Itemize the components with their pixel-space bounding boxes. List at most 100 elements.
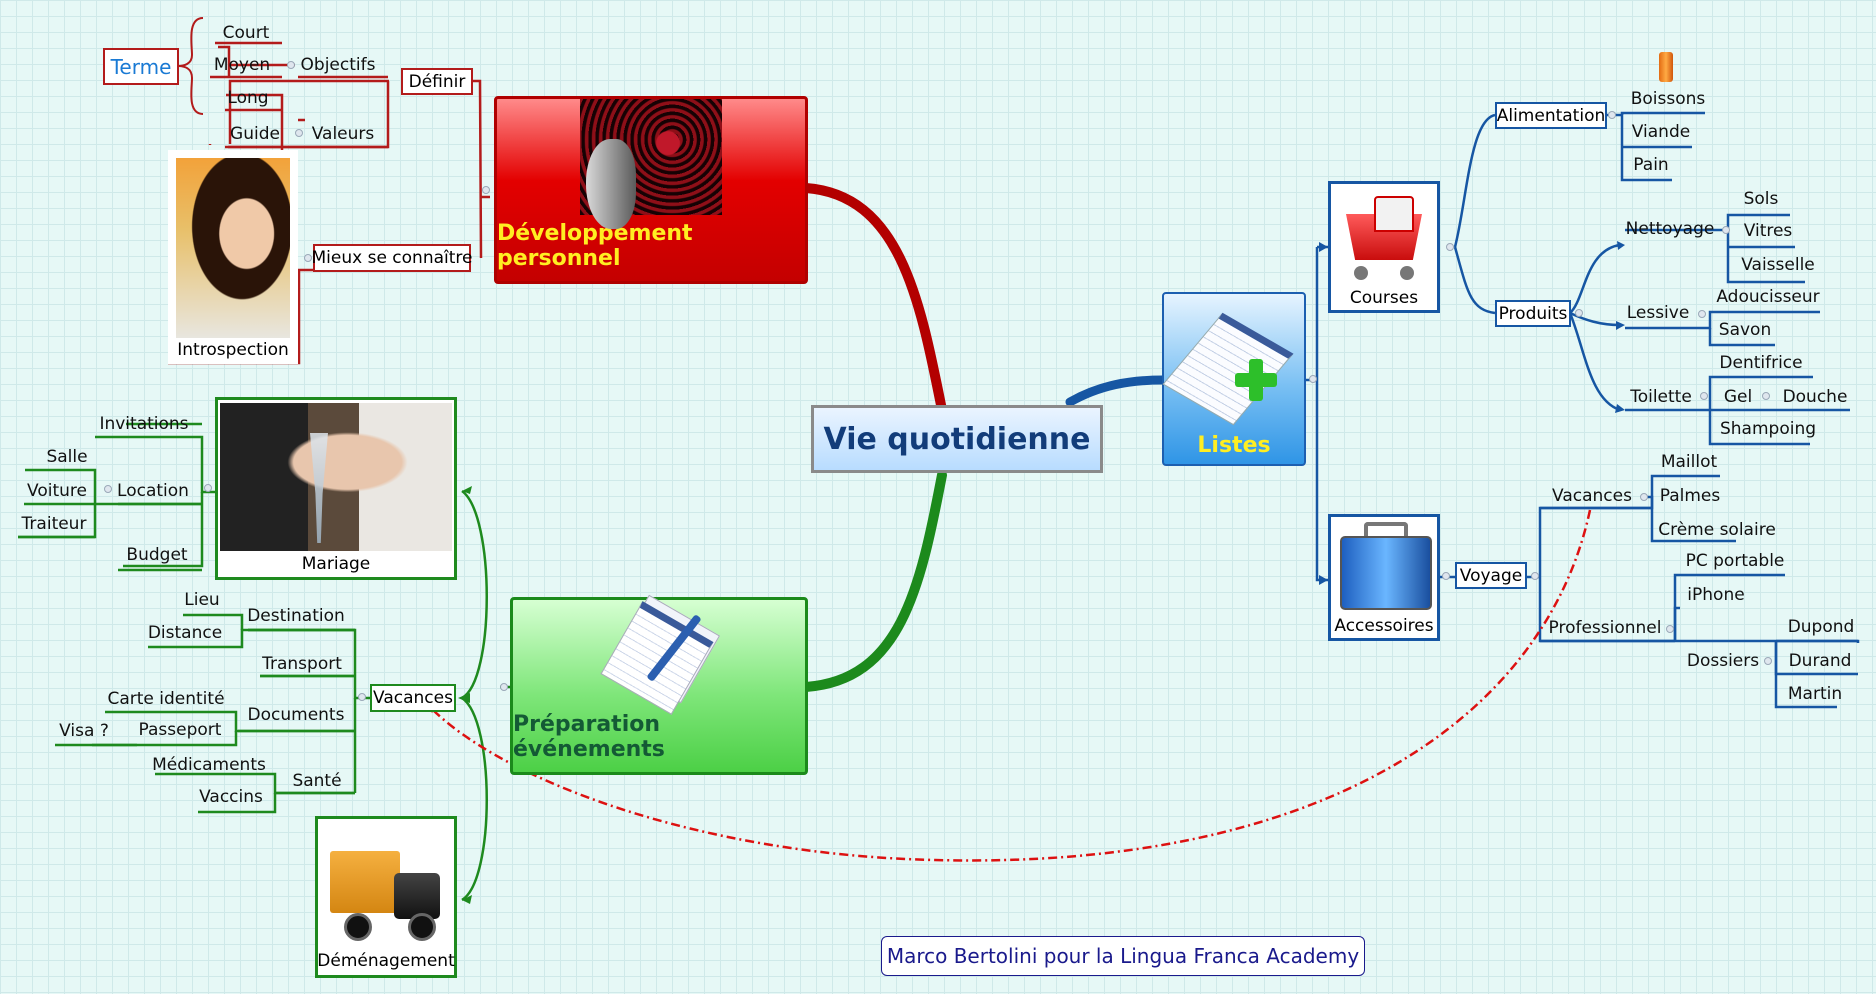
node-demenagement-label: Déménagement xyxy=(317,951,455,971)
collapse-toggle-location[interactable] xyxy=(104,485,112,493)
collapse-toggle-toilette[interactable] xyxy=(1700,392,1708,400)
collapse-toggle-lessive[interactable] xyxy=(1698,310,1706,318)
node-introspection[interactable]: Introspection xyxy=(168,150,298,364)
node-adoucisseur[interactable]: Adoucisseur xyxy=(1716,287,1820,307)
node-pain[interactable]: Pain xyxy=(1633,155,1669,175)
node-palmes[interactable]: Palmes xyxy=(1659,486,1721,506)
node-transport[interactable]: Transport xyxy=(262,654,342,674)
collapse-toggle-listes[interactable] xyxy=(1309,375,1317,383)
node-location[interactable]: Location xyxy=(117,481,189,501)
collapse-toggle-mieux[interactable] xyxy=(304,254,312,262)
node-boissons[interactable]: Boissons xyxy=(1630,89,1706,109)
node-objectifs[interactable]: Objectifs xyxy=(300,55,376,75)
collapse-toggle-gel[interactable] xyxy=(1762,392,1770,400)
node-durand[interactable]: Durand xyxy=(1788,651,1852,671)
collapse-toggle-vacances-listes[interactable] xyxy=(1640,493,1648,501)
topic-listes[interactable]: Listes xyxy=(1162,292,1306,466)
node-terme[interactable]: Terme xyxy=(103,48,179,85)
node-vitres[interactable]: Vitres xyxy=(1743,221,1793,241)
collapse-toggle-valeurs[interactable] xyxy=(295,129,303,137)
node-long[interactable]: Long xyxy=(227,88,269,108)
node-martin[interactable]: Martin xyxy=(1787,684,1843,704)
node-salle[interactable]: Salle xyxy=(46,447,88,467)
dotted-cross-link xyxy=(427,509,1592,862)
node-maillot[interactable]: Maillot xyxy=(1660,452,1718,472)
node-court[interactable]: Court xyxy=(222,23,270,43)
collapse-toggle-professionnel[interactable] xyxy=(1666,625,1674,633)
node-definir-label: Définir xyxy=(408,71,466,92)
node-savon[interactable]: Savon xyxy=(1718,320,1772,340)
node-lieu[interactable]: Lieu xyxy=(184,590,220,610)
node-gel[interactable]: Gel xyxy=(1723,387,1753,407)
node-dentifrice[interactable]: Dentifrice xyxy=(1719,353,1803,373)
node-mieux-se-connaitre[interactable]: Mieux se connaître xyxy=(312,244,473,272)
topic-preparation-evenements-label: Préparation événements xyxy=(513,712,665,762)
node-invitations[interactable]: Invitations xyxy=(99,414,189,434)
node-professionnel[interactable]: Professionnel xyxy=(1548,618,1662,638)
node-voyage-label: Voyage xyxy=(1459,565,1523,586)
node-vaccins[interactable]: Vaccins xyxy=(199,787,263,807)
node-definir[interactable]: Définir xyxy=(401,68,473,95)
node-iphone[interactable]: iPhone xyxy=(1687,585,1745,605)
node-dupond[interactable]: Dupond xyxy=(1787,617,1855,637)
collapse-toggle-alimentation[interactable] xyxy=(1608,111,1616,119)
node-passeport[interactable]: Passeport xyxy=(138,720,222,740)
node-produits[interactable]: Produits xyxy=(1495,300,1571,327)
node-viande[interactable]: Viande xyxy=(1631,122,1691,142)
node-medicaments[interactable]: Médicaments xyxy=(152,755,266,775)
collapse-toggle-objectifs[interactable] xyxy=(287,61,295,69)
node-courses[interactable]: Courses xyxy=(1328,181,1440,313)
node-traiteur[interactable]: Traiteur xyxy=(21,514,87,534)
node-vaisselle[interactable]: Vaisselle xyxy=(1741,255,1815,275)
node-alimentation[interactable]: Alimentation xyxy=(1495,102,1607,129)
node-introspection-label: Introspection xyxy=(177,340,289,360)
node-valeurs[interactable]: Valeurs xyxy=(311,124,375,144)
topic-preparation-evenements[interactable]: Préparation événements xyxy=(510,594,808,775)
node-destination[interactable]: Destination xyxy=(247,606,345,626)
node-moyen[interactable]: Moyen xyxy=(213,55,271,75)
central-topic[interactable]: Vie quotidienne xyxy=(811,405,1103,473)
node-documents[interactable]: Documents xyxy=(247,705,345,725)
collapse-toggle-mariage[interactable] xyxy=(204,484,212,492)
collapse-toggle-prep[interactable] xyxy=(500,683,508,691)
collapse-toggle-voyage[interactable] xyxy=(1531,572,1539,580)
collapse-toggle-produits[interactable] xyxy=(1575,309,1583,317)
collapse-toggle-courses[interactable] xyxy=(1446,243,1454,251)
credit-box: Marco Bertolini pour la Lingua Franca Ac… xyxy=(881,936,1365,976)
node-vacances-listes[interactable]: Vacances xyxy=(1552,486,1632,506)
node-nettoyage[interactable]: Nettoyage xyxy=(1625,219,1715,239)
node-shampoing[interactable]: Shampoing xyxy=(1719,419,1817,439)
node-mariage[interactable]: Mariage xyxy=(215,397,457,580)
node-vacances-prep[interactable]: Vacances xyxy=(370,684,456,712)
topic-developpement-personnel[interactable]: Développement personnel xyxy=(494,96,808,284)
collapse-toggle-dossiers[interactable] xyxy=(1764,657,1772,665)
node-courses-label: Courses xyxy=(1349,288,1419,308)
node-carte-identite[interactable]: Carte identité xyxy=(107,689,225,709)
node-accessoires[interactable]: Accessoires xyxy=(1328,514,1440,641)
node-guide[interactable]: Guide xyxy=(230,124,280,144)
node-creme-solaire[interactable]: Crème solaire xyxy=(1658,520,1776,540)
node-dossiers[interactable]: Dossiers xyxy=(1686,651,1760,671)
face-image-icon xyxy=(580,99,722,229)
node-visa[interactable]: Visa ? xyxy=(59,721,109,741)
collapse-toggle-accessoires[interactable] xyxy=(1442,572,1450,580)
node-lessive[interactable]: Lessive xyxy=(1626,303,1690,323)
node-pc-portable[interactable]: PC portable xyxy=(1685,551,1785,571)
collapse-toggle-dev[interactable] xyxy=(482,186,490,194)
node-vacances-prep-label: Vacances xyxy=(373,688,453,708)
node-budget[interactable]: Budget xyxy=(126,545,188,565)
node-demenagement[interactable]: Déménagement xyxy=(315,816,457,978)
node-distance[interactable]: Distance xyxy=(147,623,223,643)
node-sante[interactable]: Santé xyxy=(292,771,342,791)
node-accessoires-label: Accessoires xyxy=(1334,616,1434,636)
node-toilette[interactable]: Toilette xyxy=(1630,387,1692,407)
collapse-toggle-nettoyage[interactable] xyxy=(1722,226,1730,234)
drink-can-icon xyxy=(1659,52,1673,82)
collapse-toggle-vacances-prep[interactable] xyxy=(358,693,366,701)
node-douche[interactable]: Douche xyxy=(1782,387,1848,407)
node-sols[interactable]: Sols xyxy=(1743,189,1779,209)
node-voyage[interactable]: Voyage xyxy=(1455,562,1527,589)
node-voiture[interactable]: Voiture xyxy=(27,481,87,501)
credit-text: Marco Bertolini pour la Lingua Franca Ac… xyxy=(886,944,1360,968)
